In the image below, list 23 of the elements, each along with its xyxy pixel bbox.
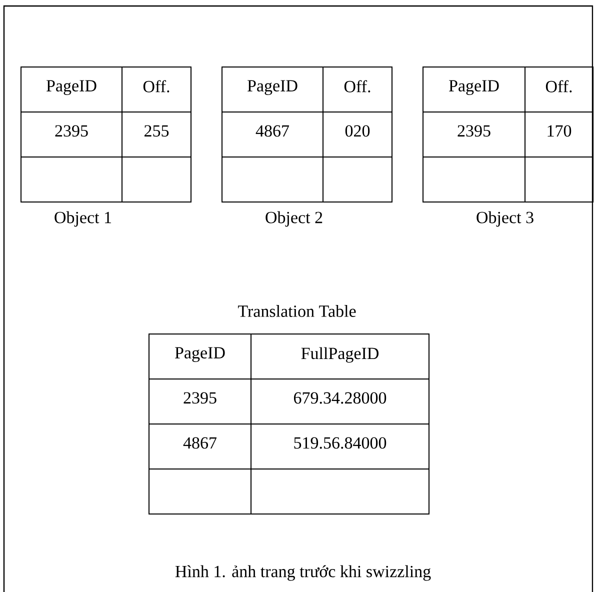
table-cell: PageID (148, 334, 252, 380)
table-cell: PageID (422, 66, 526, 112)
table-cell: 170 (524, 112, 594, 158)
table-cell: 255 (122, 112, 192, 158)
table-cell: PageID (222, 66, 324, 112)
table-title: Translation Table (238, 305, 356, 317)
table-cell: Off. (122, 66, 192, 112)
table-cell: 4867 (222, 112, 324, 158)
object-label: Object 2 (266, 211, 322, 227)
table-cell: FullPageID (250, 334, 430, 380)
table-cell: Off. (524, 66, 594, 112)
table-cell: 2395 (20, 112, 122, 158)
object-label: Object 3 (476, 211, 534, 227)
object-label: Object 1 (54, 211, 112, 227)
table-cell: 519.56.84000 (250, 424, 430, 470)
table-cell: 679.34.28000 (250, 378, 430, 424)
table-cell: PageID (20, 66, 122, 112)
table-cell: 2395 (422, 112, 526, 158)
table-cell: 2395 (148, 378, 252, 424)
table-cell: 4867 (148, 424, 252, 470)
table-cell: Off. (322, 66, 392, 112)
table-cell: 020 (322, 112, 392, 158)
caption: Hình 1. ảnh trang trước khi swizzling (175, 565, 431, 581)
